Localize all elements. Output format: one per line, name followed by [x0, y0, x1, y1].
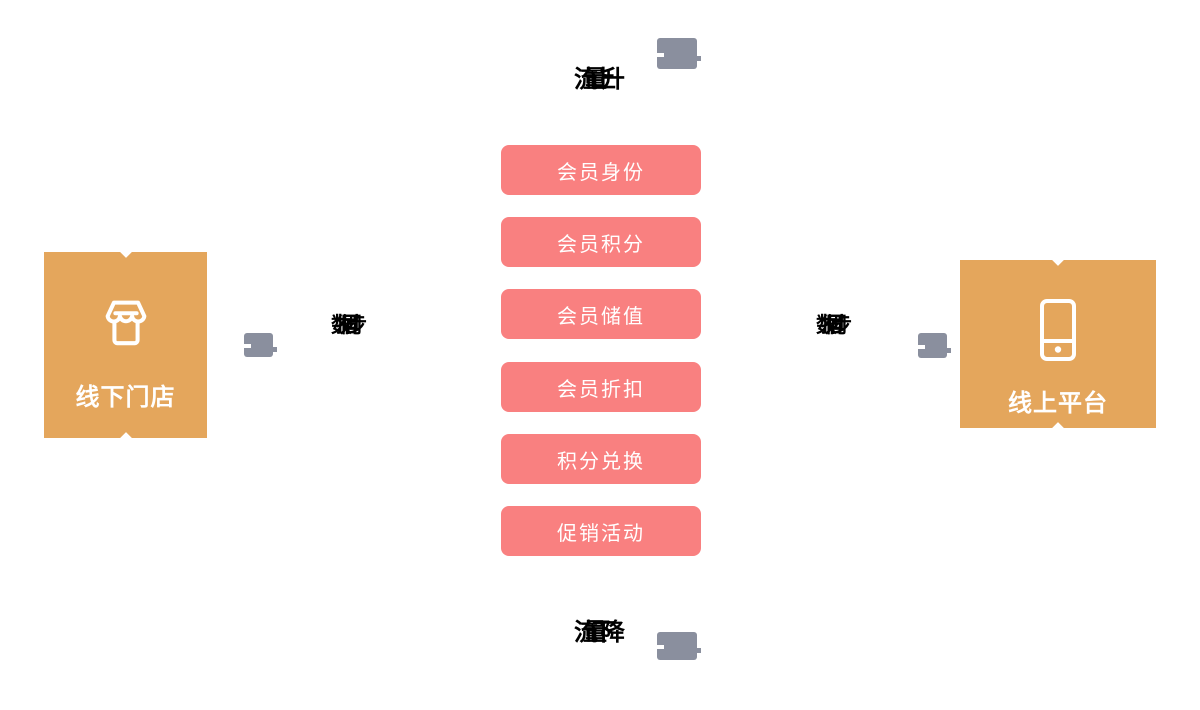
points-redemption-item: 积分兑换: [501, 434, 701, 484]
data-sync-left-label: 数据同步: [331, 313, 367, 337]
sync-placeholder-icon: [657, 632, 701, 660]
connector-notch: [119, 245, 132, 258]
sync-placeholder-icon: [657, 38, 701, 69]
connector-notch: [1051, 422, 1065, 435]
member-identity-item: 会员身份: [501, 145, 701, 195]
online-platform-label: 线上平台: [1008, 389, 1108, 417]
traffic-up-label: 流量上升: [574, 65, 625, 93]
sync-placeholder-icon: [918, 333, 951, 358]
item-label: 促销活动: [557, 520, 645, 545]
item-label: 会员折扣: [557, 376, 645, 401]
item-label: 会员身份: [557, 159, 645, 184]
member-points-item: 会员积分: [501, 217, 701, 267]
offline-store-node: 线下门店: [44, 245, 207, 445]
member-stored-value-item: 会员储值: [501, 289, 701, 339]
promotion-activity-item: 促销活动: [501, 506, 701, 556]
offline-store-label: 线下门店: [75, 383, 176, 411]
traffic-down-label: 流量下降: [574, 618, 625, 646]
connector-notch: [1051, 253, 1065, 266]
connector-notch: [119, 432, 132, 445]
member-discount-item: 会员折扣: [501, 362, 701, 412]
item-label: 会员积分: [557, 231, 645, 256]
smartphone-icon: [1040, 299, 1076, 361]
storefront-icon: [105, 300, 146, 346]
online-platform-node: 线上平台: [960, 253, 1156, 435]
data-sync-right-label: 数据同步: [816, 313, 852, 337]
sync-placeholder-icon: [244, 333, 277, 357]
item-label: 会员储值: [557, 303, 645, 328]
item-label: 积分兑换: [557, 448, 645, 473]
